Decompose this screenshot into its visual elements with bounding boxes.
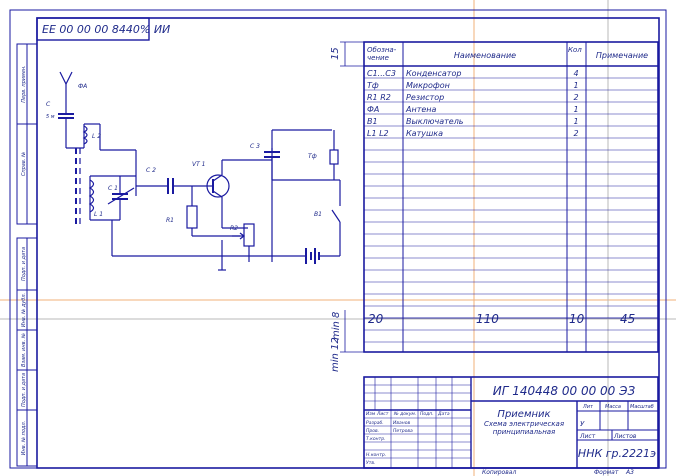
- spec-row-designation: С1...С3: [367, 69, 396, 78]
- tb-name: Петрова: [393, 428, 413, 434]
- spec-row-designation: R1 R2: [367, 93, 391, 102]
- tb-role: Т.контр.: [366, 436, 386, 442]
- tb-col-label: Изм: [366, 411, 376, 417]
- tb-sheets: Листов: [613, 433, 637, 440]
- schematic: [58, 71, 341, 271]
- spec-row-name: Антена: [405, 105, 437, 114]
- tb-role: Пров.: [366, 428, 379, 434]
- label-c1: C 1: [108, 185, 118, 192]
- spec-row-name: Резистор: [406, 93, 444, 102]
- label-b1: B1: [314, 211, 322, 218]
- label-l1: L 1: [94, 211, 103, 218]
- tf-earpiece: [329, 149, 339, 165]
- dim-110: 110: [476, 312, 499, 326]
- tb-role: Н.контр.: [366, 452, 386, 458]
- dim-15: 15: [330, 47, 341, 60]
- label-r1: R1: [166, 217, 174, 224]
- sheet-outer-border: [9, 9, 667, 469]
- l1-coil: [88, 179, 95, 213]
- label-antenna: ФА: [78, 83, 87, 90]
- dimension-markers: [340, 41, 658, 353]
- tb-sheet: Лист: [579, 433, 596, 440]
- label-r2: R2: [230, 225, 238, 232]
- dim-45: 45: [620, 312, 635, 326]
- sidebar-label: Перв. примен.: [21, 65, 27, 103]
- tb-scale: Масштаб: [630, 404, 654, 410]
- sidebar-label: Справ. №: [21, 152, 27, 176]
- sidebar-label: Взам. инв. №: [21, 333, 27, 367]
- spec-row-designation: Тф: [367, 81, 379, 90]
- spec-row-name: Микрофон: [406, 81, 450, 90]
- spec-row-qty: 1: [573, 117, 578, 126]
- spec-row-name: Выключатель: [406, 117, 464, 126]
- spec-row-designation: В1: [367, 117, 378, 126]
- sidebar-label: Подп. и дата: [21, 247, 27, 281]
- spec-row-qty: 2: [573, 129, 578, 138]
- spec-header-note: Примечание: [596, 51, 648, 60]
- spec-row-qty: 1: [573, 81, 578, 90]
- sidebar-label: Подп. и дата: [21, 373, 27, 407]
- top-stamp-box: [36, 17, 150, 41]
- dim-20: 20: [368, 312, 384, 326]
- tb-lit-value: У: [580, 420, 585, 428]
- label-c2: C 2: [146, 167, 156, 174]
- tb-role: Разраб.: [366, 420, 384, 426]
- doc-name-line3: принципиальная: [493, 428, 556, 436]
- tb-lit: Лит: [582, 404, 594, 410]
- tb-col-label: Подп.: [420, 411, 434, 417]
- spec-header-designation: Обозна-чение: [367, 46, 397, 62]
- spec-header-name: Наименование: [454, 51, 516, 60]
- label-l2: L 2: [92, 133, 101, 140]
- r1-resistor: [186, 205, 198, 229]
- spec-row-designation: L1 L2: [367, 129, 389, 138]
- dim-10: 10: [569, 312, 585, 326]
- tb-role: Утв.: [366, 460, 375, 466]
- dim-min12: min 12: [330, 337, 341, 372]
- label-c-top: C: [46, 101, 51, 108]
- doc-code: ИГ 140448 00 00 00 ЭЗ: [493, 384, 636, 398]
- label-vt1: VT 1: [192, 161, 206, 168]
- top-stamp-text: ЕЕ 00 00 00 8440% ИИ: [42, 23, 170, 36]
- spec-row-name: Катушка: [406, 129, 443, 138]
- spec-row-designation: ФА: [367, 105, 379, 114]
- tb-name: Иванов: [393, 420, 410, 426]
- doc-name-line1: Приемник: [497, 409, 550, 420]
- spec-row-name: Конденсатор: [406, 69, 461, 78]
- dim-min8: min 8: [331, 312, 342, 340]
- spec-row-qty: 2: [573, 93, 578, 102]
- tb-copied: Копировал: [482, 469, 516, 476]
- doc-name-line2: Схема электрическая: [484, 420, 564, 428]
- label-c3: C 3: [250, 143, 260, 150]
- tb-format: Формат: [594, 469, 619, 476]
- r2-resistor: [243, 223, 255, 247]
- tb-mass: Масса: [605, 404, 621, 410]
- l2-coil: [82, 125, 88, 145]
- sidebar-label: Инв. № подл.: [21, 421, 27, 456]
- label-tf: Тф: [308, 153, 317, 160]
- tb-col-label: Дата: [437, 411, 450, 417]
- tb-format-value: А3: [625, 469, 634, 476]
- antenna-symbol: [59, 71, 73, 86]
- spec-row-qty: 1: [573, 105, 578, 114]
- spec-row-qty: 4: [573, 69, 578, 78]
- sidebar-label: Инв. № дубл.: [21, 293, 27, 327]
- label-c-top-value: 5 м: [46, 114, 55, 120]
- tb-col-label: № докум.: [393, 411, 416, 417]
- title-block: [363, 376, 659, 469]
- tb-col-label: Лист: [376, 411, 389, 417]
- spec-header-qty: Кол: [568, 46, 582, 54]
- tb-org: ННК гр.2221э: [578, 447, 656, 460]
